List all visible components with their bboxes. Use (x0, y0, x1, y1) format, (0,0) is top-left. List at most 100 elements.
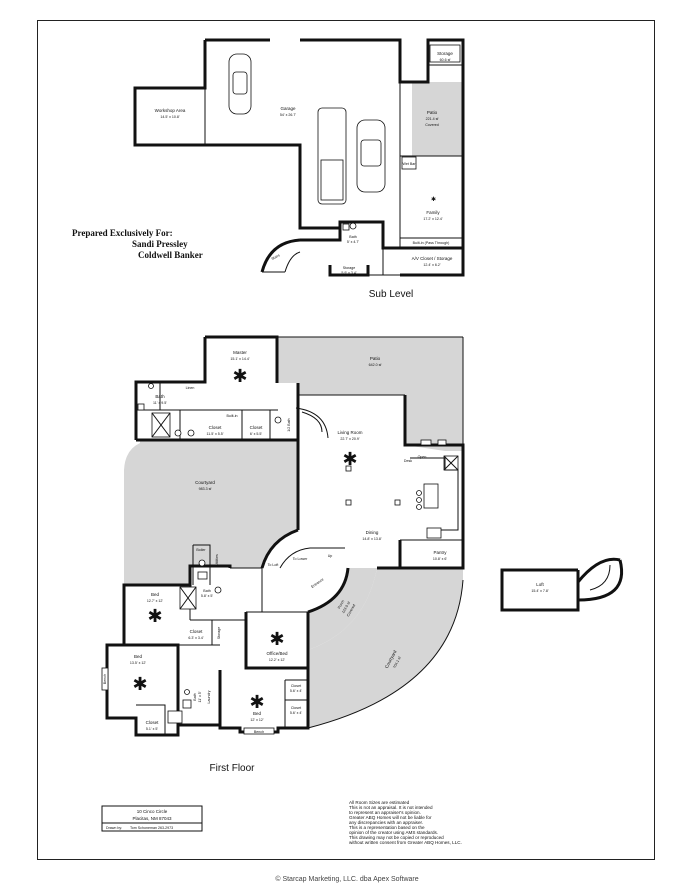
sub-stairs-label: Stairs (271, 253, 281, 261)
bed1-dim: 12.7' x 12' (147, 599, 163, 603)
sub-stair-outer (260, 238, 301, 273)
courtyard-area (124, 440, 298, 585)
bath2-label: Bath (203, 589, 210, 593)
bed3-fan-icon: ✱ (249, 692, 264, 712)
closet4-wall (136, 704, 166, 735)
first-bath-label: Bath (155, 394, 165, 399)
disclaimer-line: Greater ABQ Homes will not be liable for (349, 815, 432, 820)
open-label: Open (418, 455, 427, 459)
up-label: Up (328, 554, 333, 558)
master-fan-icon: ✱ (232, 366, 247, 386)
closet6-dim: 5.6' x 4' (290, 711, 302, 715)
av-label: A/V Closet / Storage (412, 256, 453, 261)
loft-stair-inner (589, 564, 611, 591)
closet3-label: Closet (190, 629, 204, 634)
entrance-wall (307, 567, 350, 614)
left-wing-wall (105, 564, 232, 737)
address-box: 10 Cinco Circle Placitas, NM 87043 Drawn… (101, 805, 203, 832)
courtyard2-edge (307, 579, 464, 729)
courtyard2-dim: 704.1 sf (392, 656, 402, 669)
drawing-frame (37, 20, 655, 860)
column-1 (345, 465, 352, 472)
sub-builtin-label: Built-in (Pass Through) (413, 241, 450, 245)
bed1-label: Bed (151, 592, 160, 597)
bed1-fan-icon: ✱ (147, 606, 162, 626)
family-dim: 17.2' x 12.4' (423, 217, 442, 221)
wh-fixture (197, 571, 208, 580)
bath3-label: Bath (193, 693, 197, 700)
prepared-line3: Coldwell Banker (138, 250, 203, 260)
closet4-dim: 5.1' x 5' (146, 727, 158, 731)
bath2-dim: 5.8' x 5' (201, 594, 213, 598)
master-toilet (174, 429, 182, 437)
first-builtin-label: Built-in (227, 414, 238, 418)
sub-level-plan: ✱ (133, 38, 465, 277)
closet6-label: Closet (291, 706, 301, 710)
sub-level-title: Sub Level (369, 289, 413, 300)
stool-1 (416, 490, 422, 496)
living-label: Living Room (337, 430, 362, 435)
master-dim: 15.1' x 14.4' (230, 357, 249, 361)
sub-patio-label: Patio (427, 110, 438, 115)
first-bath-dim: 11' x 9.5' (153, 401, 167, 405)
stair-inner (279, 547, 345, 569)
kitchen-island (423, 483, 439, 509)
hall-wall (230, 567, 263, 612)
first-patio-dim: 642.0 sf (369, 363, 382, 367)
entrance-label: Entrance (310, 577, 324, 589)
porch-area (308, 568, 377, 650)
copyright: © Starcap Marketing, LLC. dba Apex Softw… (275, 876, 419, 883)
pantry-dim: 10.8' x 6' (433, 557, 447, 561)
drawn-by-label: Drawn by: (106, 826, 122, 830)
bath3-dim: 11' x 5' (198, 691, 202, 702)
sub-bath-label: Bath (349, 235, 356, 239)
address-line2: Placitas, NM 87043 (132, 816, 172, 821)
bed2-fan-icon: ✱ (132, 674, 147, 694)
pantry-label: Pantry (433, 550, 447, 555)
bench-fixture (101, 667, 109, 691)
bath3-tub (167, 710, 183, 724)
dining-dim: 14.8' x 13.8' (362, 537, 381, 541)
sub-sink (342, 223, 350, 231)
bench-label: Bench (103, 674, 107, 684)
bath-wall (338, 220, 400, 250)
master-bidet (187, 429, 195, 437)
loft-dim: 15.4' x 7.8' (531, 589, 548, 593)
closet5-dim: 5.6' x 4' (290, 689, 302, 693)
storage-top-label: Storage (437, 51, 453, 56)
stair-outer (260, 528, 299, 569)
disclaimer-line: opinion of the creator using AMS standar… (349, 830, 438, 835)
living-stair (301, 411, 323, 433)
loft-wall (500, 568, 580, 612)
address-line1: 10 Cinco Circle (137, 809, 168, 814)
loft-stair-outer (576, 557, 621, 583)
storage-top-dim: 60.6 sf (440, 58, 451, 62)
bed2-label: Bed (134, 654, 143, 659)
closet1-label: Closet (209, 425, 223, 430)
boiler-fixture (198, 559, 206, 567)
courtyard2-area (308, 568, 463, 728)
first-floor-plan: ✱ ✱ ✱ ✱ ✱ ✱ (101, 335, 465, 737)
boiler-label: Boiler (196, 548, 206, 552)
closet3-dim: 6.3' x 3.4' (188, 636, 203, 640)
to-loft-label: To Loft (268, 563, 279, 567)
master-sink (137, 403, 145, 411)
column-2 (345, 499, 352, 506)
porch-note: Covered (346, 604, 356, 618)
sub-patio-note: Covered (425, 123, 439, 127)
kitchen-fixture-2 (437, 439, 447, 446)
office-label: Office/Bed (267, 651, 288, 656)
bench2-fixture (243, 727, 275, 735)
porch-label: Porch (337, 599, 345, 609)
master-sink-2 (148, 383, 154, 389)
first-patio-area (277, 337, 463, 451)
bath3-sink (182, 699, 192, 709)
bath2-toilet (214, 586, 222, 594)
office-fan-icon: ✱ (269, 629, 284, 649)
boiler-wall (193, 544, 211, 585)
bed2-dim: 13.5' x 12' (130, 661, 146, 665)
kitchen-wall (377, 395, 465, 570)
first-patio-label: Patio (370, 356, 381, 361)
workshop-dim: 14.5' x 10.8' (160, 115, 179, 119)
av-dim: 12.4' x 6.2' (423, 263, 440, 267)
